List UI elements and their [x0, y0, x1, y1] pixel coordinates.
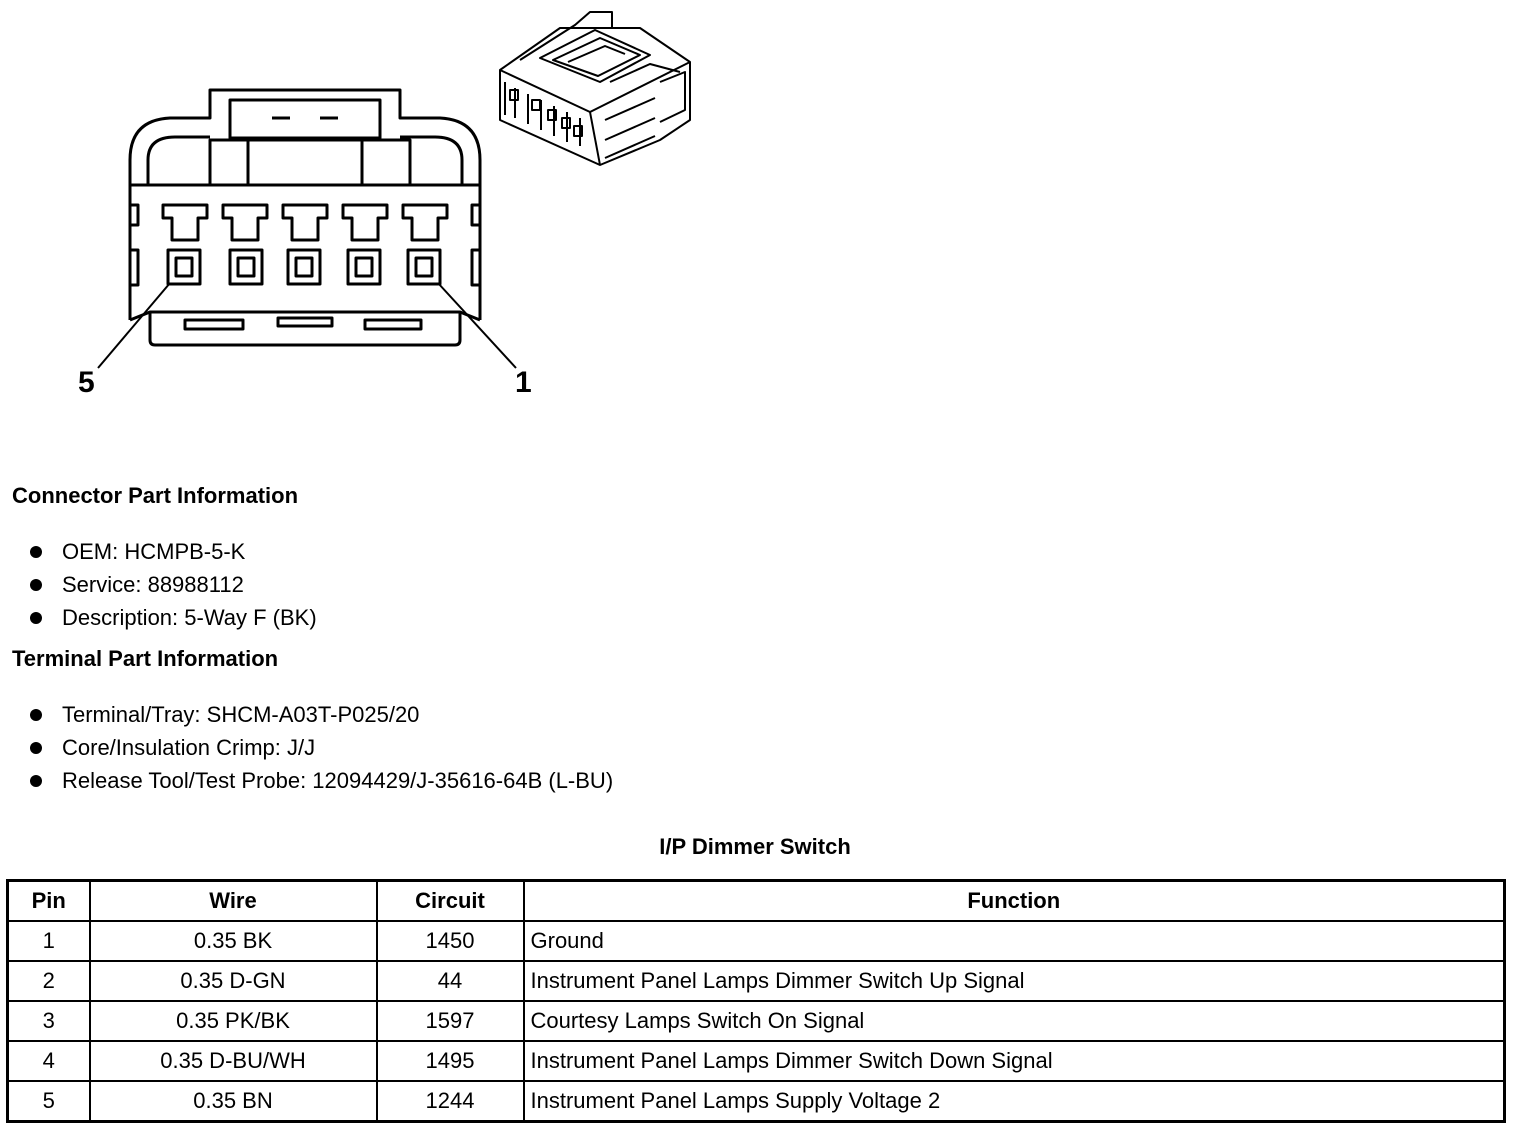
- cell-pin: 2: [6, 960, 91, 1002]
- cell-circuit: 1597: [375, 1000, 525, 1042]
- cell-circuit: 1495: [375, 1040, 525, 1082]
- cell-circuit: 1450: [375, 920, 525, 962]
- terminal-part-list: Terminal/Tray: SHCM-A03T-P025/20 Core/In…: [30, 698, 613, 797]
- cell-pin: 1: [6, 920, 91, 962]
- connector-diagram: [97, 11, 691, 369]
- table-row: 4 0.35 D-BU/WH 1495 Instrument Panel Lam…: [6, 1040, 1506, 1082]
- table-title: I/P Dimmer Switch: [659, 834, 851, 859]
- header-wire: Wire: [88, 879, 378, 922]
- header-circuit: Circuit: [375, 879, 525, 922]
- pinout-table: Pin Wire Circuit Function 1 0.35 BK 1450…: [6, 879, 1506, 1123]
- list-item: Terminal/Tray: SHCM-A03T-P025/20: [30, 698, 613, 731]
- table-row: 3 0.35 PK/BK 1597 Courtesy Lamps Switch …: [6, 1000, 1506, 1042]
- cell-wire: 0.35 BN: [88, 1080, 378, 1123]
- pin-1-leader: [437, 282, 517, 369]
- cell-pin: 5: [6, 1080, 91, 1123]
- header-function: Function: [522, 879, 1506, 922]
- list-item: Description: 5-Way F (BK): [30, 601, 317, 634]
- cell-circuit: 44: [375, 960, 525, 1002]
- header-pin: Pin: [6, 879, 91, 922]
- cell-wire: 0.35 BK: [88, 920, 378, 962]
- connector-body-outline: [128, 88, 482, 320]
- connector-part-list: OEM: HCMPB-5-K Service: 88988112 Descrip…: [30, 535, 317, 634]
- table-row: 2 0.35 D-GN 44 Instrument Panel Lamps Di…: [6, 960, 1506, 1002]
- pin-label-5: 5: [78, 366, 95, 399]
- terminal-part-heading: Terminal Part Information: [12, 646, 279, 671]
- cell-function: Ground: [522, 920, 1506, 962]
- latch-top: [228, 98, 382, 140]
- cell-function: Instrument Panel Lamps Dimmer Switch Up …: [522, 960, 1506, 1002]
- list-item: OEM: HCMPB-5-K: [30, 535, 317, 568]
- cell-function: Instrument Panel Lamps Supply Voltage 2: [522, 1080, 1506, 1123]
- cell-wire: 0.35 PK/BK: [88, 1000, 378, 1042]
- list-item: Release Tool/Test Probe: 12094429/J-3561…: [30, 764, 613, 797]
- table-row: 1 0.35 BK 1450 Ground: [6, 920, 1506, 962]
- cell-wire: 0.35 D-BU/WH: [88, 1040, 378, 1082]
- cell-circuit: 1244: [375, 1080, 525, 1123]
- connector-part-heading: Connector Part Information: [12, 483, 299, 508]
- list-item: Core/Insulation Crimp: J/J: [30, 731, 613, 764]
- cell-pin: 4: [6, 1040, 91, 1082]
- cell-function: Courtesy Lamps Switch On Signal: [522, 1000, 1506, 1042]
- table-row: 5 0.35 BN 1244 Instrument Panel Lamps Su…: [6, 1080, 1506, 1123]
- terminal-cavities: [161, 203, 449, 286]
- cell-wire: 0.35 D-GN: [88, 960, 378, 1002]
- cell-pin: 3: [6, 1000, 91, 1042]
- cell-function: Instrument Panel Lamps Dimmer Switch Dow…: [522, 1040, 1506, 1082]
- pin-label-1: 1: [515, 366, 532, 399]
- pin-5-leader: [97, 282, 171, 369]
- connector-3d-view: [499, 11, 691, 166]
- table-header-row: Pin Wire Circuit Function: [6, 879, 1506, 922]
- list-item: Service: 88988112: [30, 568, 317, 601]
